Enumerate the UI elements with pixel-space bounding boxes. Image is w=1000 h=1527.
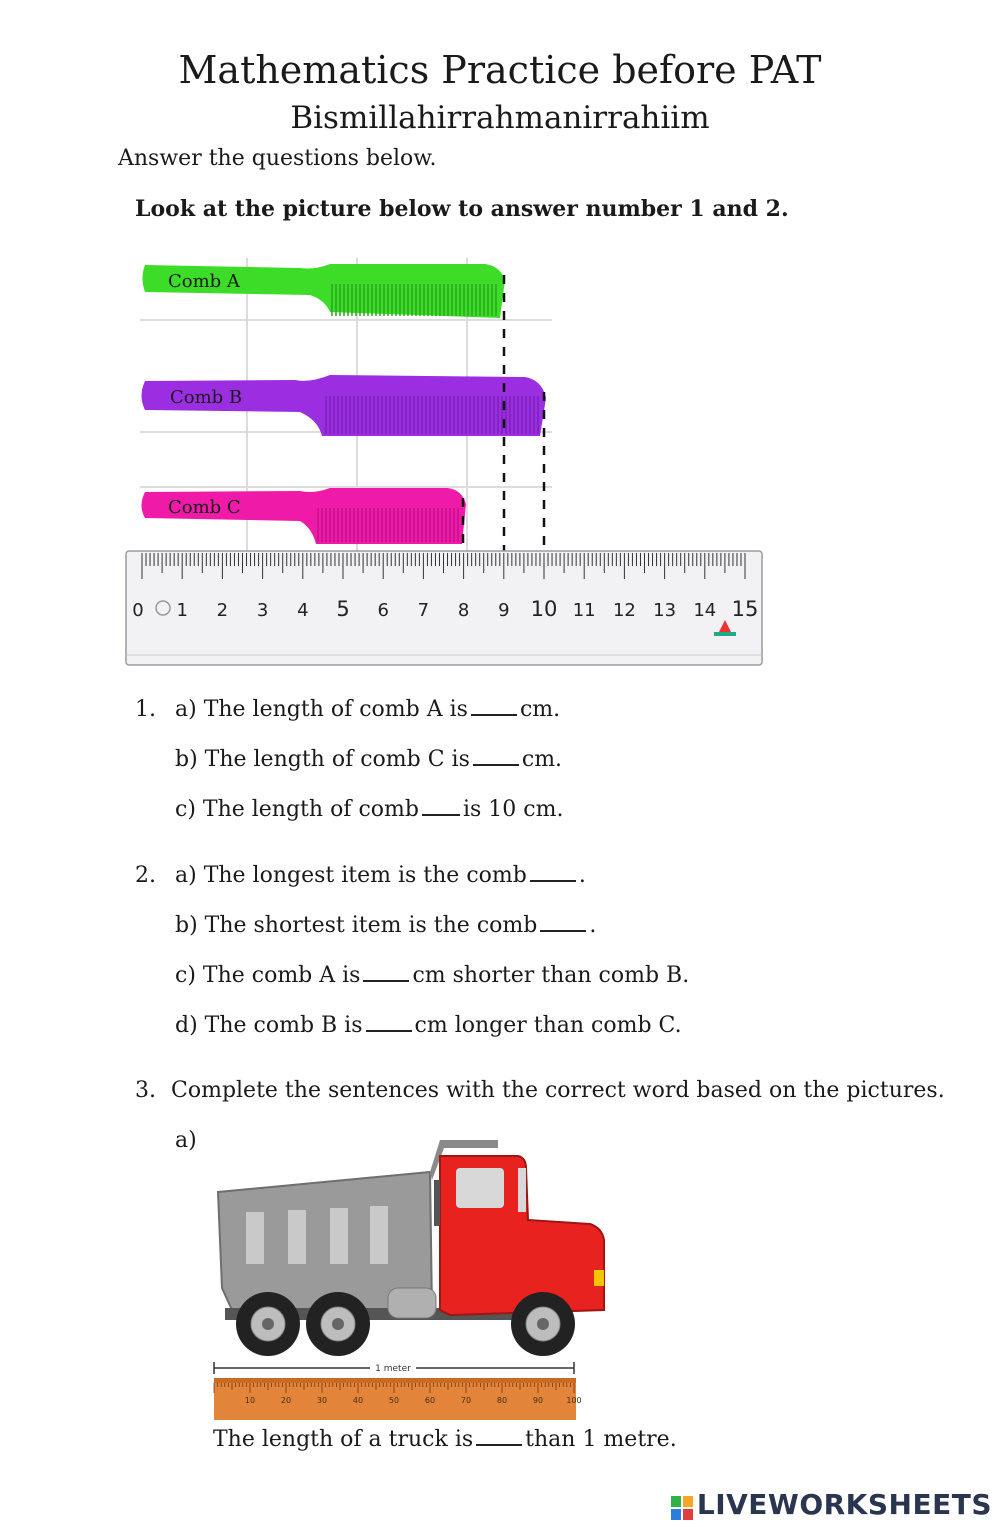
q2-b: b) The shortest item is the comb. — [175, 912, 596, 938]
q2-c-text: c) The comb A is — [175, 963, 361, 988]
ruler-number: 7 — [418, 600, 429, 621]
ruler-number: 15 — [732, 597, 759, 621]
q1-a-post: cm. — [519, 697, 561, 722]
ruler-number: 10 — [531, 597, 558, 621]
q2-a-blank[interactable] — [529, 862, 576, 882]
q1-b-blank[interactable] — [472, 746, 519, 766]
q2-c-blank[interactable] — [363, 962, 410, 982]
brand-text: LIVEWORKSHEETS — [696, 1488, 992, 1521]
truck-figure: 1 meter 10 20 30 40 50 60 70 80 90 100 — [213, 1140, 605, 1420]
ruler-number: 8 — [458, 600, 469, 621]
meter-number: 40 — [353, 1396, 363, 1405]
dashed-guides — [461, 275, 546, 552]
meter-stick: 10 20 30 40 50 60 70 80 90 100 — [213, 1378, 582, 1420]
comb-b — [141, 375, 546, 436]
q3-blank[interactable] — [476, 1426, 523, 1446]
q2-d-post: cm longer than comb C. — [414, 1013, 682, 1038]
meter-number: 70 — [461, 1396, 471, 1405]
meter-number: 10 — [245, 1396, 255, 1405]
q3-number: 3. — [135, 1078, 156, 1103]
q2-d: d) The comb B is cm longer than comb C. — [175, 1012, 682, 1038]
q1-b-post: cm. — [521, 747, 563, 772]
q1-a-text: a) The length of comb A is — [175, 697, 468, 722]
page-title: Mathematics Practice before PAT — [178, 48, 822, 92]
q2-c-post: cm shorter than comb B. — [412, 963, 690, 988]
meter-number: 20 — [281, 1396, 291, 1405]
comb-b-label: Comb B — [170, 387, 242, 408]
q3-heading: 3. Complete the sentences with the correc… — [135, 1078, 945, 1103]
ruler-number: 14 — [693, 600, 716, 621]
ruler-number: 13 — [653, 600, 676, 621]
meter-number: 100 — [566, 1396, 581, 1405]
ruler-number: 9 — [498, 600, 509, 621]
q2-a-text: a) The longest item is the comb — [175, 863, 527, 888]
q3-sentence-text: The length of a truck is — [213, 1427, 474, 1452]
comb-c — [141, 488, 466, 544]
meter-label: 1 meter — [375, 1364, 411, 1374]
ruler-number: 3 — [257, 600, 268, 621]
q2-d-text: d) The comb B is — [175, 1013, 363, 1038]
meter-number: 50 — [389, 1396, 399, 1405]
meter-number: 30 — [317, 1396, 327, 1405]
comb-a — [142, 264, 505, 318]
q1-b-text: b) The length of comb C is — [175, 747, 470, 772]
ruler-number: 11 — [573, 600, 596, 621]
q1-c-blank[interactable] — [421, 796, 460, 816]
picture-instruction: Look at the picture below to answer numb… — [135, 196, 789, 222]
ruler-number: 6 — [377, 600, 388, 621]
q2-b-text: b) The shortest item is the comb — [175, 913, 538, 938]
q1-b: b) The length of comb C is cm. — [175, 746, 562, 772]
ruler-number: 4 — [297, 600, 308, 621]
meter-indicator: 1 meter — [213, 1360, 575, 1374]
q1-c: c) The length of comb is 10 cm. — [175, 796, 563, 822]
page-subtitle: Bismillahirrahmanirrahiim — [290, 100, 710, 136]
liveworksheets-logo-icon — [670, 1494, 693, 1520]
q2-d-blank[interactable] — [365, 1012, 412, 1032]
instruction-text: Answer the questions below. — [118, 146, 437, 171]
ruler-number: 5 — [336, 597, 349, 621]
meter-number: 80 — [497, 1396, 507, 1405]
q3-sentence: The length of a truck is than 1 metre. — [213, 1426, 677, 1452]
brand-footer: LIVEWORKSHEETS — [670, 1488, 992, 1521]
ruler-number: 12 — [613, 600, 636, 621]
q2-number: 2. — [135, 863, 156, 888]
ruler-number: 2 — [217, 600, 228, 621]
q2-a: 2. a) The longest item is the comb. — [135, 862, 586, 888]
q1-c-text: c) The length of comb — [175, 797, 419, 822]
ruler-number: 0 — [132, 600, 143, 621]
ruler-logo-icon — [718, 620, 732, 634]
q1-a: 1. a) The length of comb A is cm. — [135, 696, 560, 722]
q2-a-post: . — [578, 863, 586, 888]
q3-part-a: a) — [175, 1128, 197, 1153]
q3-sentence-post: than 1 metre. — [525, 1427, 677, 1452]
ruler-number: 1 — [176, 600, 187, 621]
q2-b-blank[interactable] — [540, 912, 587, 932]
q2-b-post: . — [589, 913, 597, 938]
meter-number: 60 — [425, 1396, 435, 1405]
dump-truck — [216, 1140, 605, 1356]
q1-c-post: is 10 cm. — [462, 797, 564, 822]
q3-text: Complete the sentences with the correct … — [171, 1078, 945, 1103]
q1-number: 1. — [135, 697, 156, 722]
comb-a-label: Comb A — [168, 271, 241, 292]
q1-a-blank[interactable] — [470, 696, 517, 716]
comb-c-label: Comb C — [168, 497, 241, 518]
q2-c: c) The comb A is cm shorter than comb B. — [175, 962, 689, 988]
meter-number: 90 — [533, 1396, 543, 1405]
